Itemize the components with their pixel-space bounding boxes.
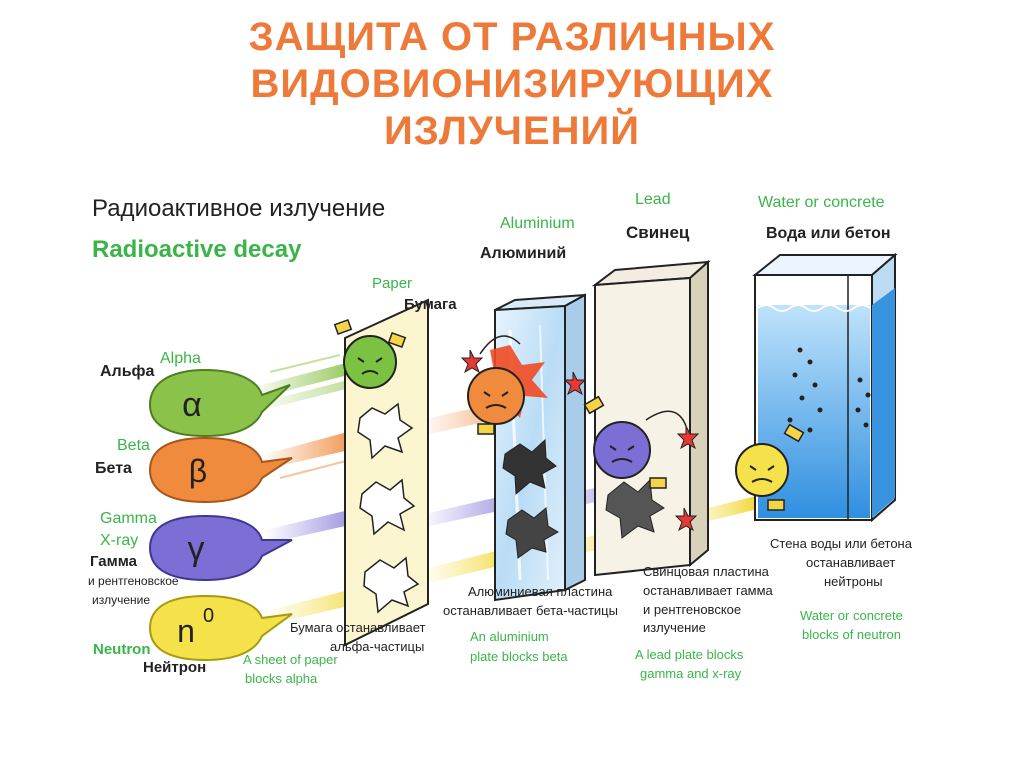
title-line-2: ВИДОВИОНИЗИРУЮЩИХ	[250, 62, 774, 106]
lead-caption-en-2: gamma and x-ray	[640, 666, 742, 681]
lead-caption-ru-4: излучение	[643, 620, 706, 635]
beta-symbol: β	[189, 453, 207, 489]
heading-ru: Радиоактивное излучение	[92, 195, 385, 222]
paper-caption-ru-2: альфа-частицы	[330, 639, 424, 654]
gamma-particle	[583, 395, 700, 532]
water-label-en: Water or concrete	[758, 194, 885, 211]
beta-source: β	[148, 436, 293, 504]
aluminium-label-en: Aluminium	[500, 215, 575, 232]
gamma-label-ru-2: и рентгеновское	[88, 574, 179, 588]
aluminium-label-ru: Алюминий	[480, 245, 566, 262]
neutron-source: n 0	[148, 594, 293, 662]
paper-caption-en-2: blocks alpha	[245, 671, 318, 686]
neutron-symbol: n	[177, 613, 195, 649]
neutron-superscript: 0	[203, 605, 214, 627]
paper-caption-en-1: A sheet of paper	[243, 652, 338, 667]
paper-label-ru: Бумага	[404, 296, 457, 313]
lead-caption-ru-1: Свинцовая пластина	[643, 564, 770, 579]
aluminium-caption-ru-1: Алюминиевая пластина	[468, 584, 613, 599]
lead-caption-ru-2: останавливает гамма	[643, 583, 774, 598]
beta-label-en: Beta	[117, 437, 150, 454]
gamma-label-en-2: X-ray	[100, 532, 138, 549]
lead-caption-en-1: A lead plate blocks	[635, 647, 744, 662]
gamma-label-en-1: Gamma	[100, 510, 157, 527]
gamma-label-ru-3: излучение	[92, 593, 150, 607]
paper-caption-ru-1: Бумага останавливает	[290, 620, 425, 635]
neutron-particle	[735, 423, 805, 511]
water-label-ru: Вода или бетон	[766, 225, 891, 242]
aluminium-caption-en-1: An aluminium	[470, 629, 549, 644]
aluminium-caption-en-2: plate blocks beta	[470, 649, 568, 664]
alpha-symbol: α	[182, 386, 202, 424]
gamma-source: γ	[148, 514, 293, 582]
neutron-label-en: Neutron	[93, 641, 151, 658]
title-line-3: ИЗЛУЧЕНИЙ	[384, 109, 640, 153]
alpha-label-en: Alpha	[160, 350, 201, 367]
title-line-1: ЗАЩИТА ОТ РАЗЛИЧНЫХ	[248, 15, 776, 59]
paper-label-en: Paper	[372, 275, 412, 292]
alpha-particle	[333, 318, 407, 389]
gamma-label-ru-1: Гамма	[90, 553, 138, 570]
water-caption-en-1: Water or concrete	[800, 608, 903, 623]
alpha-label-ru: Альфа	[100, 363, 155, 380]
water-caption-ru-3: нейтроны	[824, 574, 883, 589]
page-title: ЗАЩИТА ОТ РАЗЛИЧНЫХ ВИДОВИОНИЗИРУЮЩИХ ИЗ…	[0, 14, 1024, 155]
gamma-symbol: γ	[188, 530, 205, 568]
alpha-source: α	[148, 368, 291, 438]
neutron-label-ru: Нейтрон	[143, 659, 206, 676]
aluminium-barrier	[494, 293, 586, 602]
aluminium-caption-ru-2: останавливает бета-частицы	[443, 603, 618, 618]
lead-label-en: Lead	[635, 191, 671, 208]
lead-label-ru: Свинец	[626, 223, 690, 242]
lead-barrier	[591, 259, 711, 577]
paper-barrier	[344, 298, 429, 647]
beta-label-ru: Бета	[95, 460, 132, 477]
water-caption-ru-2: останавливает	[806, 555, 895, 570]
water-caption-en-2: blocks of neutron	[802, 627, 901, 642]
heading-en: Radioactive decay	[92, 236, 302, 263]
beta-particle	[460, 335, 587, 435]
water-caption-ru-1: Стена воды или бетона	[770, 536, 913, 551]
lead-caption-ru-3: и рентгеновское	[643, 602, 741, 617]
